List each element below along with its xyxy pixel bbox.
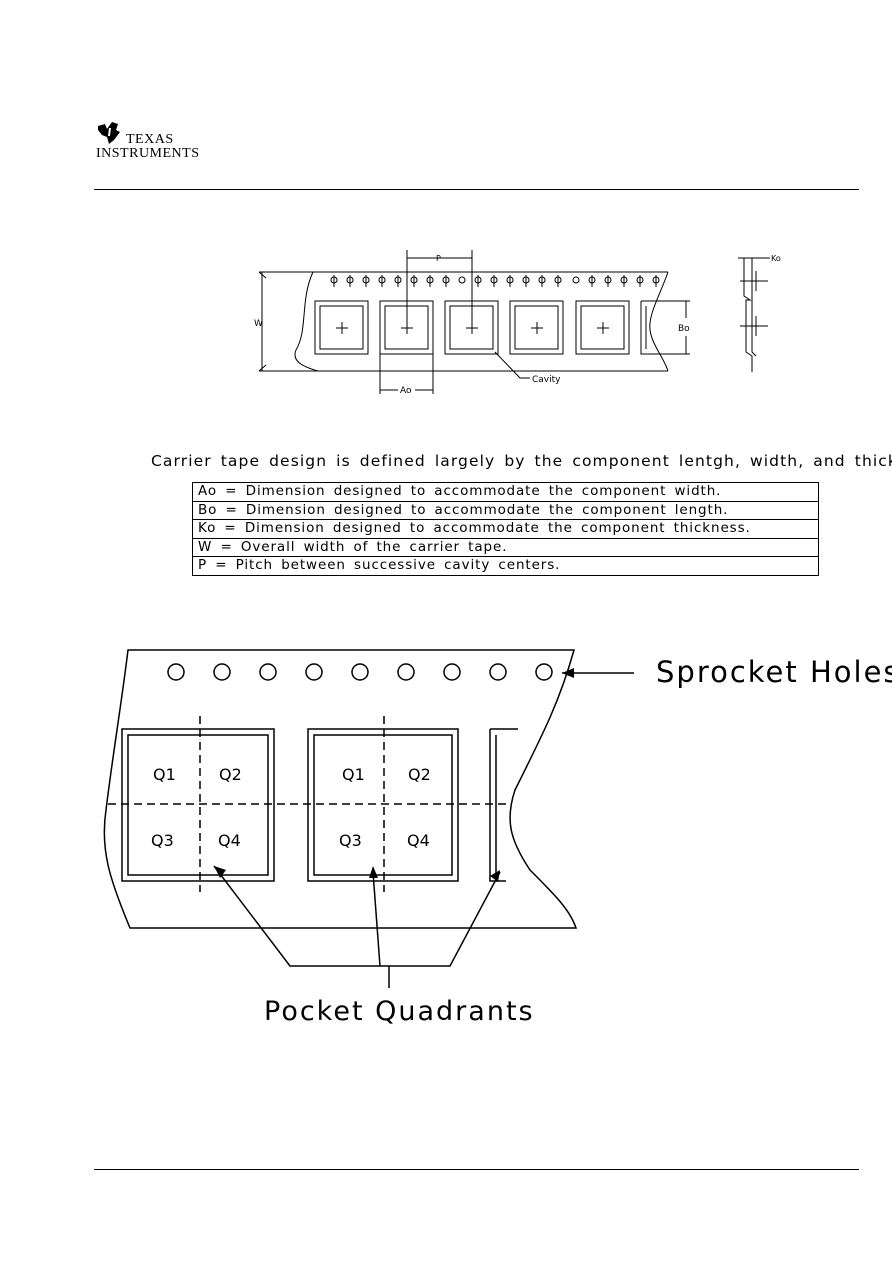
dimension-definitions-table: Ao = Dimension designed to accommodate t… [192, 482, 819, 576]
cavity-label: Cavity [532, 375, 561, 385]
pocket2-q2: Q2 [408, 765, 431, 784]
w-label: W [254, 319, 263, 329]
table-row: Bo = Dimension designed to accommodate t… [192, 500, 819, 520]
footer-rule [94, 1169, 859, 1170]
ko-label: Ko [771, 254, 781, 263]
carrier-tape-description: Carrier tape design is defined largely b… [151, 452, 892, 470]
pocket1-q3: Q3 [151, 831, 174, 850]
pocket2-q1: Q1 [342, 765, 365, 784]
pocket-quadrants-label: Pocket Quadrants [264, 996, 535, 1027]
table-row: P = Pitch between successive cavity cent… [192, 556, 819, 576]
ti-logo: TEXAS INSTRUMENTS [96, 120, 199, 161]
definition-p: P = Pitch between successive cavity cent… [192, 556, 819, 576]
pocket1-q1: Q1 [153, 765, 176, 784]
pocket2-q3: Q3 [339, 831, 362, 850]
pocket1-q4: Q4 [218, 831, 241, 850]
header-rule [94, 189, 859, 190]
ao-label: Ao [400, 386, 412, 396]
definition-bo: Bo = Dimension designed to accommodate t… [192, 500, 819, 520]
pocket2-q4: Q4 [407, 831, 430, 850]
p-label: P [436, 254, 441, 263]
table-row: W = Overall width of the carrier tape. [192, 537, 819, 557]
brand-line2: INSTRUMENTS [96, 146, 200, 161]
table-row: Ao = Dimension designed to accommodate t… [192, 482, 819, 502]
carrier-tape-dimension-diagram: W P Ao Bo Ko Cavity [254, 250, 781, 396]
definition-ko: Ko = Dimension designed to accommodate t… [192, 519, 819, 539]
sprocket-holes-label: Sprocket Holes [656, 655, 892, 689]
definition-w: W = Overall width of the carrier tape. [192, 537, 819, 557]
table-row: Ko = Dimension designed to accommodate t… [192, 519, 819, 539]
bo-label: Bo [678, 324, 690, 334]
pocket1-q2: Q2 [219, 765, 242, 784]
definition-ao: Ao = Dimension designed to accommodate t… [192, 482, 819, 502]
brand-line1: TEXAS [126, 132, 174, 147]
ti-bug-icon [98, 122, 120, 144]
